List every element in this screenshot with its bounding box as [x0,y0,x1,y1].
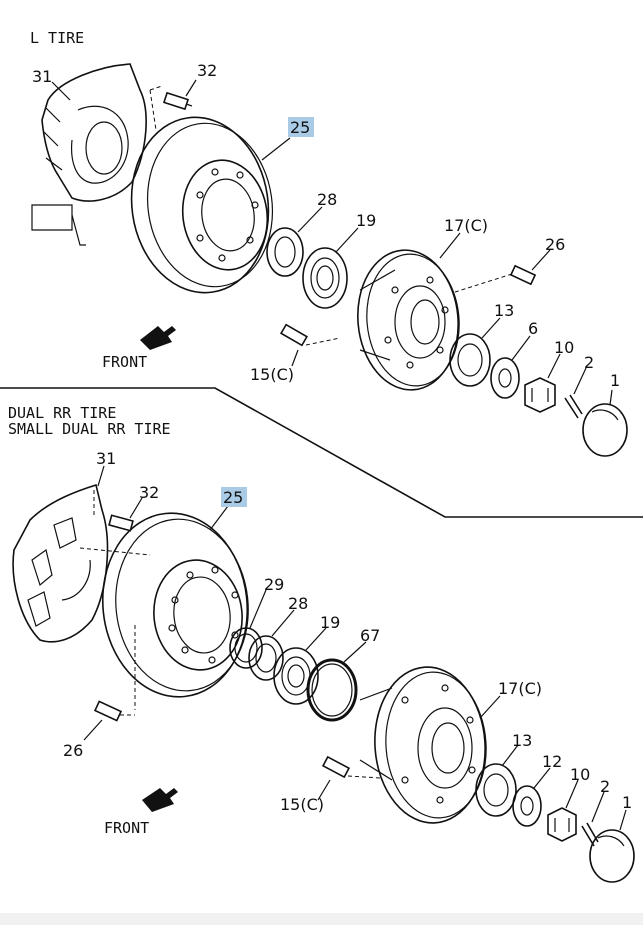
washer-6-top[interactable] [490,357,520,399]
ring-67-bottom[interactable] [306,658,358,722]
top-header: L TIRE [30,29,84,47]
callout-17-bottom[interactable]: 17(C) [498,679,542,698]
front-arrow-bottom [142,788,178,812]
bolt-32-top[interactable] [162,91,193,111]
stud-15-bottom[interactable] [321,755,351,779]
bolt-26-top[interactable] [509,264,537,286]
front-arrow-top [140,326,176,350]
callout-31-bottom[interactable]: 31 [96,449,116,468]
hub-cap-top[interactable] [582,403,628,457]
bearing-19-top[interactable] [302,247,348,309]
dust-shield-bottom[interactable] [12,483,109,643]
callout-1-top[interactable]: 1 [610,371,620,390]
callout-26-bottom[interactable]: 26 [63,741,83,760]
nut-10-bottom[interactable] [547,807,577,842]
callout-25-bottom-highlight [221,487,247,507]
nut-10-top[interactable] [524,377,556,413]
callout-19-bottom[interactable]: 19 [320,613,340,632]
spacer-29-bottom[interactable] [229,627,263,669]
callout-26-top[interactable]: 26 [545,235,565,254]
brake-disc-top[interactable] [120,108,282,301]
callout-29-bottom[interactable]: 29 [264,575,284,594]
stud-26-bottom[interactable] [93,700,123,722]
callout-32-bottom[interactable]: 32 [139,483,159,502]
oil-seal-top[interactable] [266,227,304,277]
bolt-32-bottom[interactable] [108,514,134,532]
hub-top[interactable] [352,246,464,394]
callout-32-top[interactable]: 32 [197,61,217,80]
callout-19-top[interactable]: 19 [356,211,376,230]
front-label-top: FRONT [102,353,147,371]
brake-disc-bottom[interactable] [94,506,257,704]
callout-13-top[interactable]: 13 [494,301,514,320]
callout-2-top[interactable]: 2 [584,353,594,372]
callout-15-bottom[interactable]: 15(C) [280,795,324,814]
callout-13-bottom[interactable]: 13 [512,731,532,750]
washer-12-bottom[interactable] [512,785,542,827]
bottom-header-line2: SMALL DUAL RR TIRE [8,420,171,438]
bearing-13-top[interactable] [449,333,491,387]
callout-1-bottom[interactable]: 1 [622,793,632,812]
callout-25-top[interactable]: 25 [290,118,310,137]
callout-6-top[interactable]: 6 [528,319,538,338]
front-label-bottom: FRONT [104,819,149,837]
callout-10-top[interactable]: 10 [554,338,574,357]
bearing-13-bottom[interactable] [475,763,517,817]
dust-shield-top[interactable] [31,63,147,246]
section-divider [0,387,643,518]
callout-28-bottom[interactable]: 28 [288,594,308,613]
callout-12-bottom[interactable]: 12 [542,752,562,771]
callout-28-top[interactable]: 28 [317,190,337,209]
cotter-pin-bottom[interactable] [581,822,599,847]
stud-15-top[interactable] [280,323,308,347]
callout-10-bottom[interactable]: 10 [570,765,590,784]
callout-17-top[interactable]: 17(C) [444,216,488,235]
bottom-header-line1: DUAL RR TIRE [8,404,116,422]
hub-bottom[interactable] [359,663,491,826]
oil-seal-bottom[interactable] [248,635,284,681]
callout-2-bottom[interactable]: 2 [600,777,610,796]
hub-cap-bottom[interactable] [589,829,635,883]
callout-25-bottom[interactable]: 25 [223,488,243,507]
callout-15-top[interactable]: 15(C) [250,365,294,384]
callout-67-bottom[interactable]: 67 [360,626,380,645]
callout-25-top-highlight [288,117,314,137]
callout-31-top[interactable]: 31 [32,67,52,86]
cotter-pin-top[interactable] [564,394,583,419]
bottom-scroll-bar [0,913,643,925]
